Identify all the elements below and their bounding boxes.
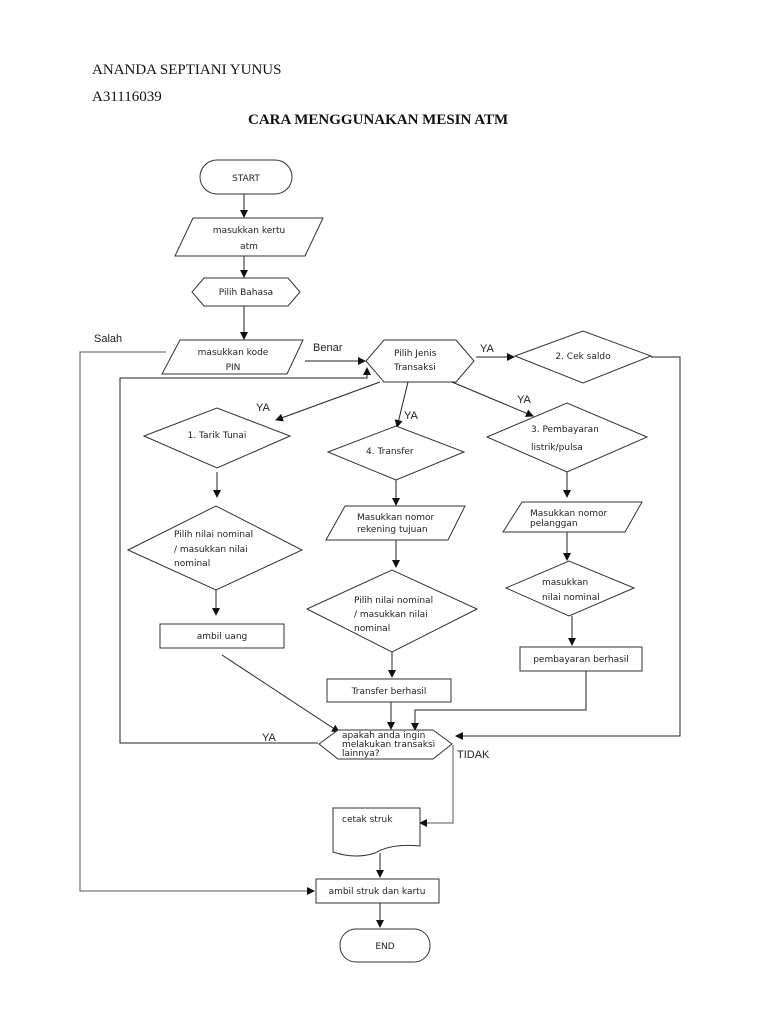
- edge-label-correct: Benar: [313, 342, 343, 354]
- choose-transaction-line1: Pilih Jenis: [394, 349, 437, 359]
- transfer-account-line2: rekening tujuan: [357, 525, 428, 535]
- payment-amount-decision: masukkan nilai nominal: [504, 560, 636, 617]
- connector-payment-to-question: [411, 671, 587, 731]
- withdraw-amount-line3: nominal: [174, 559, 210, 569]
- transfer-amount-line2: / masukkan nilai: [354, 610, 428, 620]
- student-id: A31116039: [92, 89, 162, 105]
- transfer-account-line1: Masukkan nomor: [357, 513, 435, 523]
- payment-amount-line2: nilai nominal: [542, 593, 600, 603]
- check-balance-label: 2. Cek saldo: [555, 352, 611, 362]
- customer-number-input: Masukkan nomor pelanggan: [502, 501, 643, 533]
- payment-success-label: pembayaran berhasil: [533, 655, 629, 665]
- connector-to-payment: [451, 381, 534, 417]
- connector-wrong-pin: [79, 351, 315, 895]
- insert-card-line1: masukkan kertu: [213, 226, 285, 236]
- take-money-label: ambil uang: [197, 632, 248, 642]
- another-transaction-line2: melakukan transaksi: [342, 740, 435, 750]
- transfer-amount-decision: Pilih nilai nominal / masukkan nilai nom…: [305, 569, 479, 653]
- edge-label-wrong: Salah: [94, 333, 122, 345]
- end-label: END: [375, 942, 394, 952]
- edge-label-no: TIDAK: [457, 749, 490, 761]
- transfer-label: 4. Transfer: [366, 447, 414, 457]
- enter-pin-input: masukkan kode PIN: [161, 339, 304, 375]
- edge-label-yes-repeat: YA: [262, 732, 277, 744]
- connector-take-money-to-question: [221, 654, 340, 733]
- payment-line1: 3. Pembayaran: [531, 425, 599, 435]
- withdraw-label: 1. Tarik Tunai: [188, 431, 247, 441]
- enter-pin-line2: PIN: [226, 363, 241, 373]
- end-terminator: END: [339, 928, 431, 963]
- check-balance-decision: 2. Cek saldo: [513, 330, 653, 384]
- transfer-account-input: Masukkan nomor rekening tujuan: [325, 505, 466, 541]
- payment-decision: 3. Pembayaran listrik/pulsa: [485, 402, 649, 473]
- connector-to-transfer: [394, 381, 409, 428]
- another-transaction-decision: apakah anda ingin melakukan transaksi la…: [318, 729, 453, 760]
- start-label: START: [232, 174, 260, 184]
- customer-number-line1: Masukkan nomor: [530, 509, 608, 519]
- take-money-process: ambil uang: [159, 623, 285, 649]
- edge-label-yes-transfer: YA: [404, 410, 419, 422]
- start-terminator: START: [199, 159, 293, 195]
- another-transaction-line1: apakah anda ingin: [342, 731, 425, 741]
- connector-check-balance-to-question: [455, 356, 681, 740]
- print-receipt-label: cetak struk: [342, 815, 393, 825]
- customer-number-line2: pelanggan: [530, 519, 578, 529]
- take-receipt-card-label: ambil struk dan kartu: [329, 887, 426, 897]
- another-transaction-line3: lainnya?: [342, 749, 380, 759]
- payment-success-process: pembayaran berhasil: [519, 646, 643, 672]
- payment-line2: listrik/pulsa: [531, 443, 583, 453]
- connector-to-withdraw: [275, 381, 381, 422]
- choose-transaction-preparation: Pilih Jenis Transaksi: [365, 339, 475, 383]
- edge-label-yes-check-balance: YA: [480, 343, 495, 355]
- withdraw-decision: 1. Tarik Tunai: [142, 407, 292, 469]
- edge-label-yes-payment: YA: [517, 394, 532, 406]
- print-receipt-document: cetak struk: [332, 807, 421, 857]
- insert-card-input: masukkan kertu atm: [174, 217, 324, 257]
- transfer-amount-line3: nominal: [354, 624, 390, 634]
- choose-language-label: Pilih Bahasa: [219, 288, 273, 298]
- choose-transaction-line2: Transaksi: [393, 363, 436, 373]
- transfer-decision: 4. Transfer: [326, 425, 466, 481]
- document-title: CARA MENGGUNAKAN MESIN ATM: [248, 112, 509, 128]
- enter-pin-line1: masukkan kode: [198, 348, 269, 358]
- author-name: ANANDA SEPTIANI YUNUS: [92, 62, 282, 78]
- withdraw-amount-line2: / masukkan nilai: [174, 545, 248, 555]
- withdraw-amount-line1: Pilih nilai nominal: [174, 530, 253, 540]
- connector-no: [419, 745, 454, 827]
- edge-label-yes-withdraw: YA: [256, 402, 271, 414]
- withdraw-amount-decision: Pilih nilai nominal / masukkan nilai nom…: [126, 505, 304, 591]
- transfer-success-process: Transfer berhasil: [326, 678, 452, 703]
- take-receipt-card-process: ambil struk dan kartu: [315, 878, 440, 904]
- transfer-success-label: Transfer berhasil: [351, 687, 427, 697]
- insert-card-line2: atm: [240, 242, 258, 252]
- connector-repeat-transaction: [119, 367, 371, 744]
- choose-language-preparation: Pilih Bahasa: [191, 277, 301, 307]
- payment-amount-line1: masukkan: [542, 578, 588, 588]
- transfer-amount-line1: Pilih nilai nominal: [354, 596, 433, 606]
